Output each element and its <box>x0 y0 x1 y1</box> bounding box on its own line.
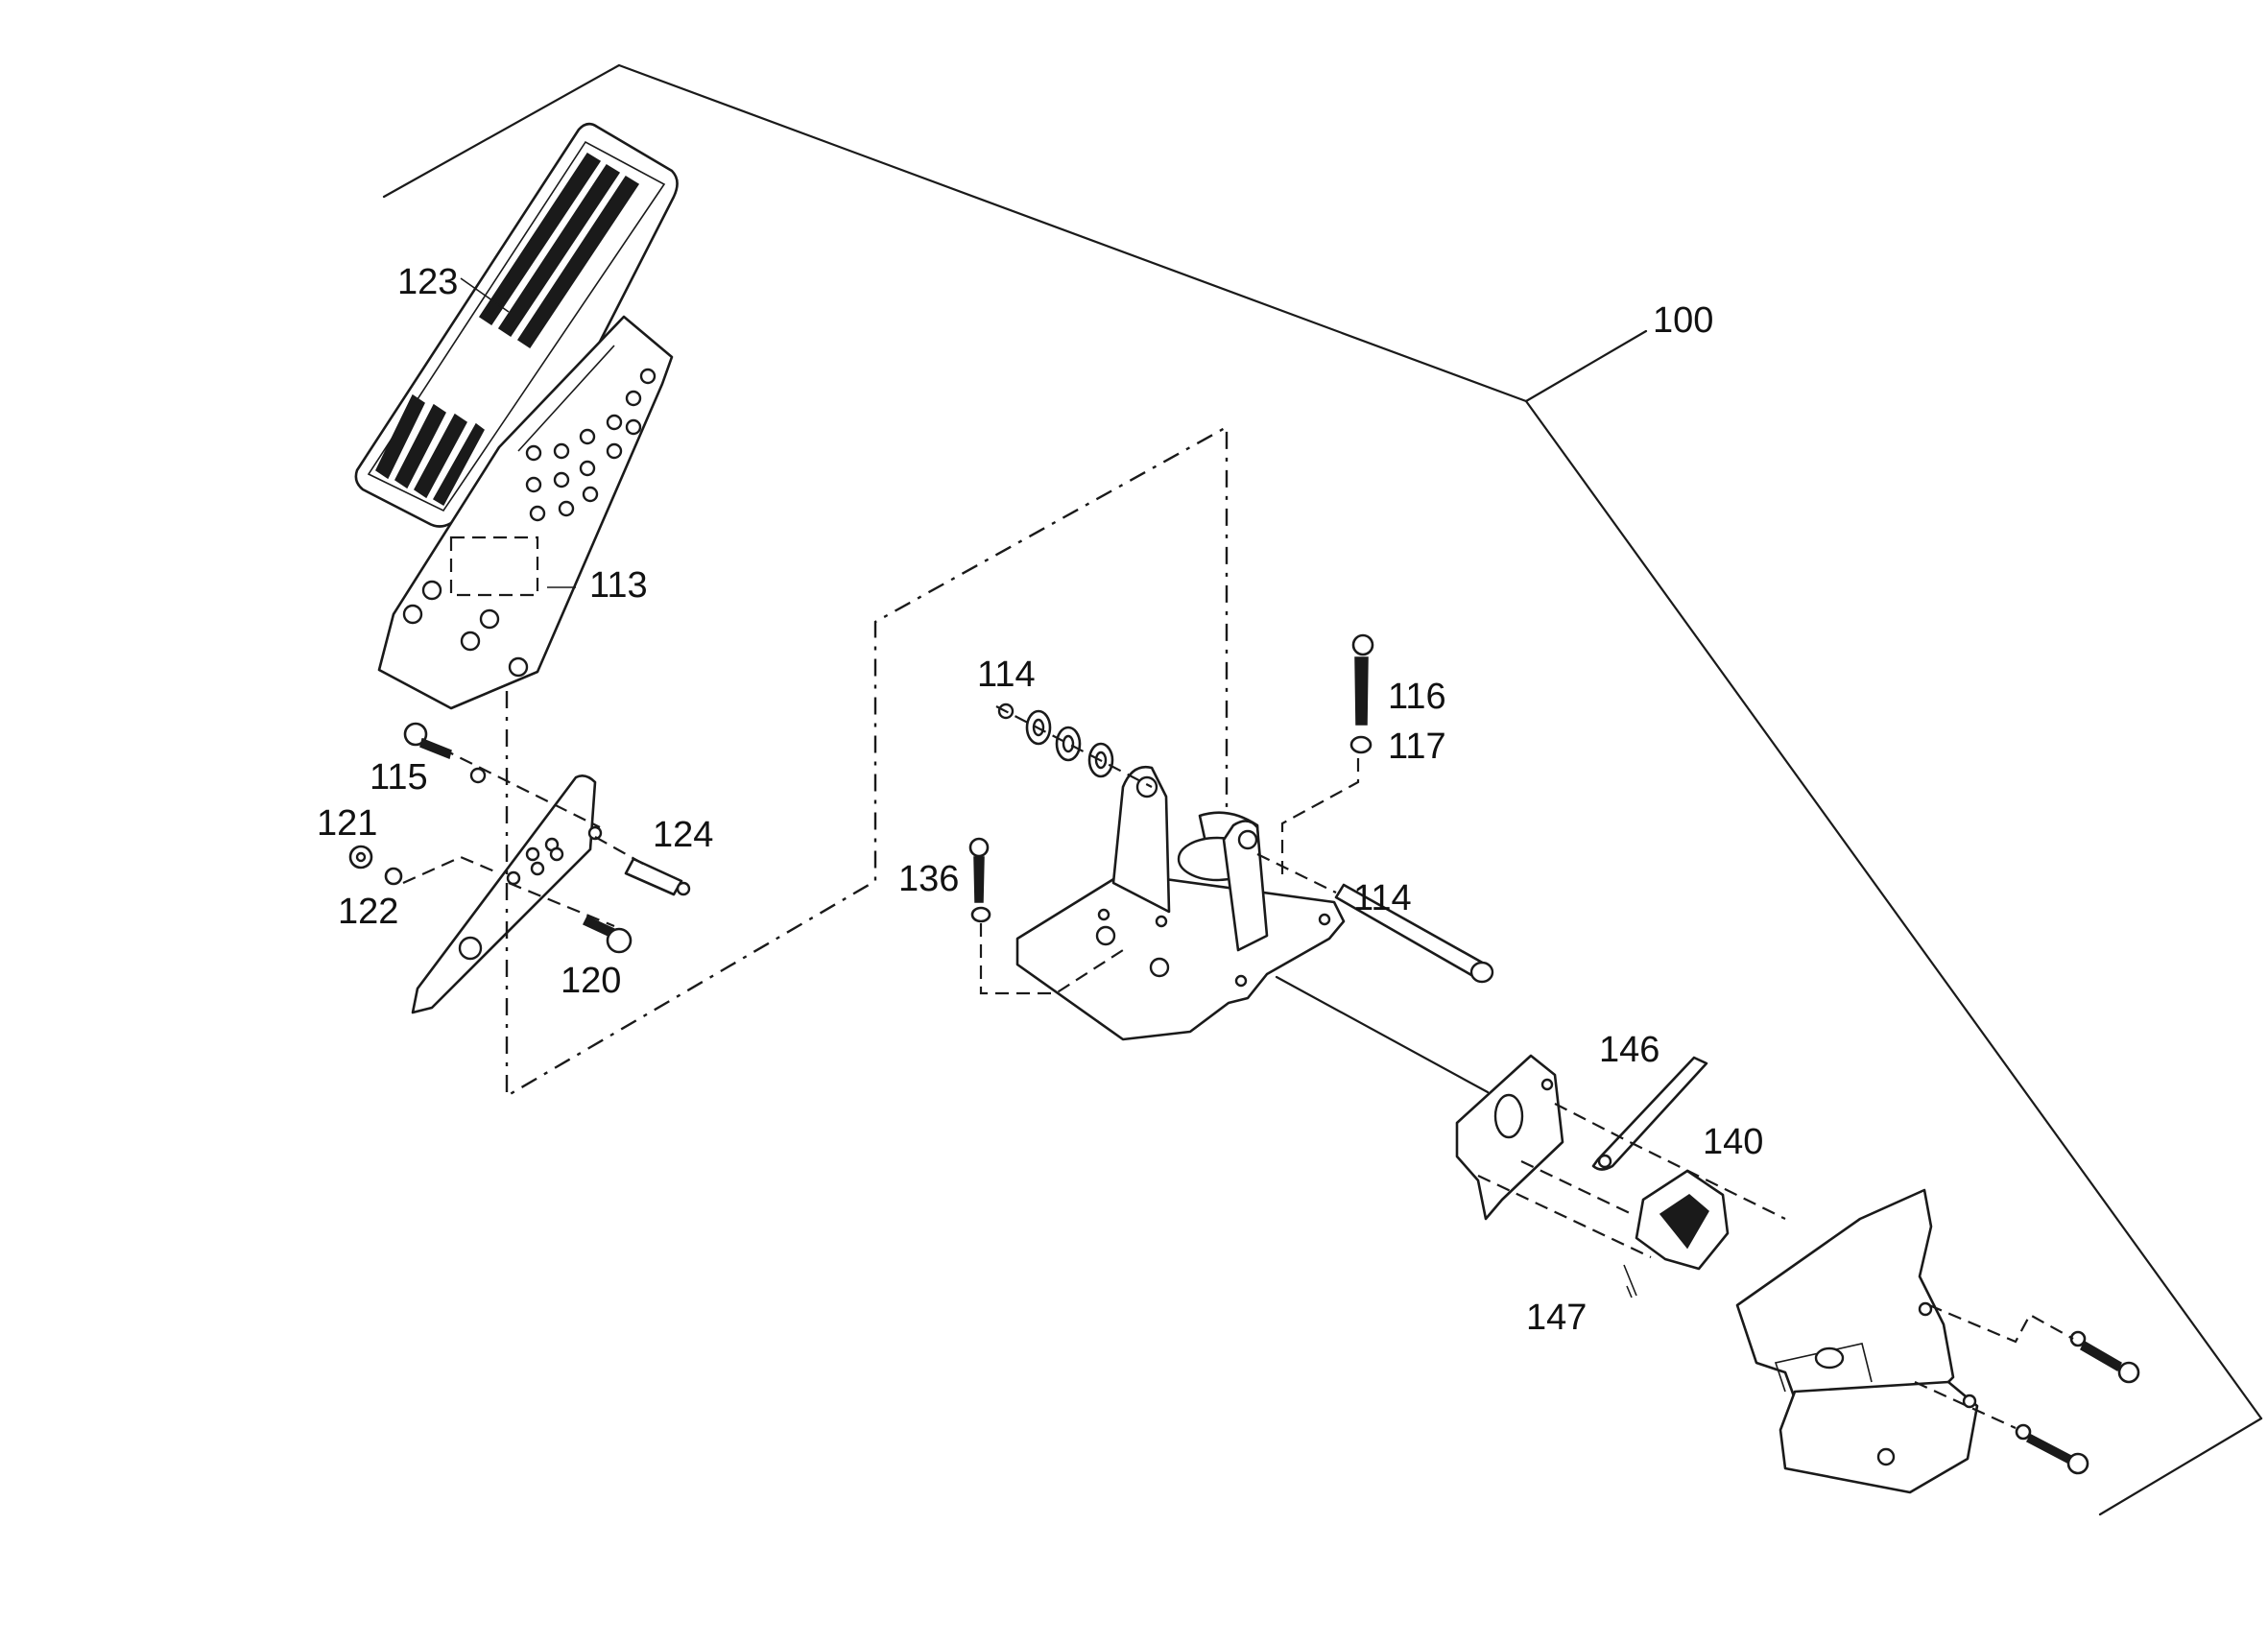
pedal-pad <box>354 122 679 528</box>
label-122: 122 <box>338 892 398 932</box>
label-147: 147 <box>1526 1298 1587 1338</box>
bolt-115 <box>403 722 487 784</box>
label-140: 140 <box>1703 1122 1763 1162</box>
label-116: 116 <box>1388 677 1446 717</box>
pedal-arm-holes <box>402 368 657 678</box>
lower-bracket <box>411 774 603 1014</box>
label-123: 123 <box>397 262 458 302</box>
shaft-114 <box>1334 883 1494 984</box>
nut-121 <box>348 845 373 870</box>
label-120: 120 <box>561 961 621 1001</box>
label-121: 121 <box>317 803 377 844</box>
bolt-116 <box>1349 633 1374 754</box>
label-124: 124 <box>653 815 713 855</box>
spring-146 <box>1591 1056 1708 1171</box>
washers-114 <box>997 703 1114 778</box>
leader-lines <box>460 277 576 588</box>
bolts-cover <box>2015 1330 2140 1475</box>
pedal-tread-grooves <box>375 152 640 507</box>
bolt-120 <box>582 916 633 954</box>
washer-122 <box>384 867 403 886</box>
assembly-outline <box>382 63 2263 1516</box>
label-113: 113 <box>589 565 648 606</box>
reference-labels: 100 123 113 115 121 122 124 120 114 116 … <box>317 262 1763 1338</box>
pedal-base <box>1015 765 1346 1041</box>
pedal-arm <box>377 315 674 710</box>
bolt-136 <box>968 837 991 923</box>
label-117: 117 <box>1388 727 1446 767</box>
sensor-140 <box>1635 1169 1730 1271</box>
label-136: 136 <box>898 859 959 899</box>
sensor-plate <box>1455 1054 1564 1221</box>
label-114-washers: 114 <box>977 655 1036 695</box>
pin-124 <box>624 857 691 896</box>
label-115: 115 <box>370 757 428 798</box>
label-100: 100 <box>1653 300 1713 341</box>
label-146: 146 <box>1599 1030 1659 1070</box>
label-114-shaft: 114 <box>1353 878 1412 918</box>
sensor-cover <box>1735 1188 1979 1494</box>
